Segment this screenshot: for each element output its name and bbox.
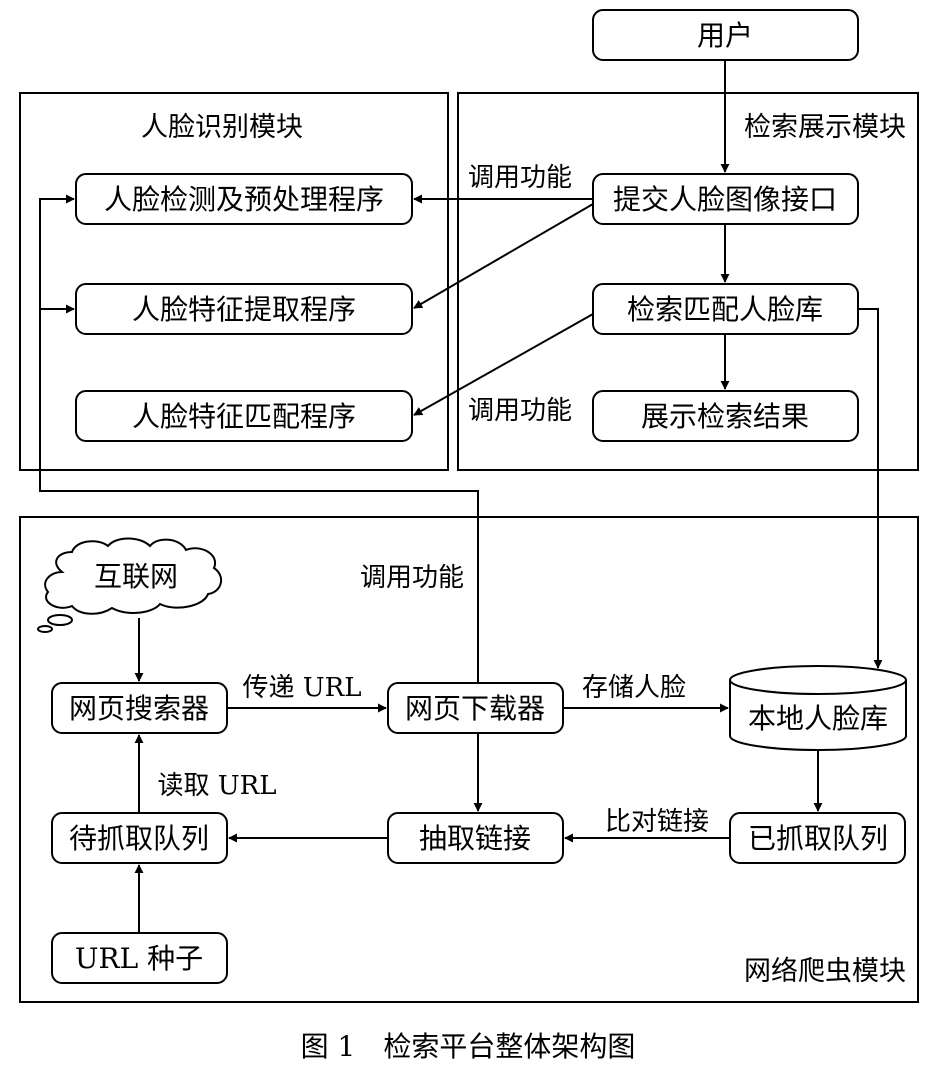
pending-queue-node-label: 待抓取队列 <box>69 822 209 855</box>
face-detect-node-label: 人脸检测及预处理程序 <box>104 183 384 216</box>
edge-label-read-url: 读取 URL <box>157 771 276 801</box>
internet-cloud-icon <box>37 537 223 633</box>
face-recognition-module-frame <box>19 92 449 471</box>
url-seed-node-label: URL 种子 <box>75 942 203 975</box>
edge-search-match-to-feature-match <box>413 313 594 416</box>
local-face-db-node-label: 本地人脸库 <box>748 702 888 735</box>
face-feature-match-node-label: 人脸特征匹配程序 <box>132 400 356 433</box>
edge-label-call-function-2: 调用功能 <box>468 396 572 426</box>
crawled-queue-node-label: 已抓取队列 <box>748 822 888 855</box>
web-searcher-node-label: 网页搜索器 <box>69 692 209 725</box>
search-display-module-label: 检索展示模块 <box>744 112 906 143</box>
edge-label-call-function-3: 调用功能 <box>360 563 464 593</box>
edge-submit-to-extract <box>413 203 594 309</box>
extract-links-node-label: 抽取链接 <box>419 822 531 855</box>
web-crawler-module-label: 网络爬虫模块 <box>744 956 906 987</box>
face-feature-extract-node <box>75 283 413 335</box>
internet-node-label: 互联网 <box>94 560 178 593</box>
edge-downloader-to-detect <box>39 194 479 683</box>
show-results-node-label: 展示检索结果 <box>641 400 809 433</box>
face-detect-node <box>75 173 413 225</box>
figure-caption: 图 1 检索平台整体架构图 <box>301 1030 636 1063</box>
edge-label-compare-links: 比对链接 <box>605 807 709 837</box>
local-face-db-cylinder-icon <box>729 665 907 751</box>
face-feature-extract-node-label: 人脸特征提取程序 <box>132 293 356 326</box>
show-results-node <box>592 390 859 442</box>
submit-face-api-node-label: 提交人脸图像接口 <box>613 183 837 216</box>
edge-label-pass-url: 传递 URL <box>242 673 361 703</box>
face-recognition-module-label: 人脸识别模块 <box>141 112 303 143</box>
user-node-label: 用户 <box>697 19 753 52</box>
face-feature-match-node <box>75 390 413 442</box>
web-downloader-node-label: 网页下载器 <box>405 692 545 725</box>
edge-label-call-function-1: 调用功能 <box>468 163 572 193</box>
web-crawler-module-frame <box>19 516 919 1003</box>
search-match-db-node-label: 检索匹配人脸库 <box>627 293 823 326</box>
edge-label-store-face: 存储人脸 <box>582 673 686 703</box>
edge-search-match-to-local-db <box>858 308 883 669</box>
